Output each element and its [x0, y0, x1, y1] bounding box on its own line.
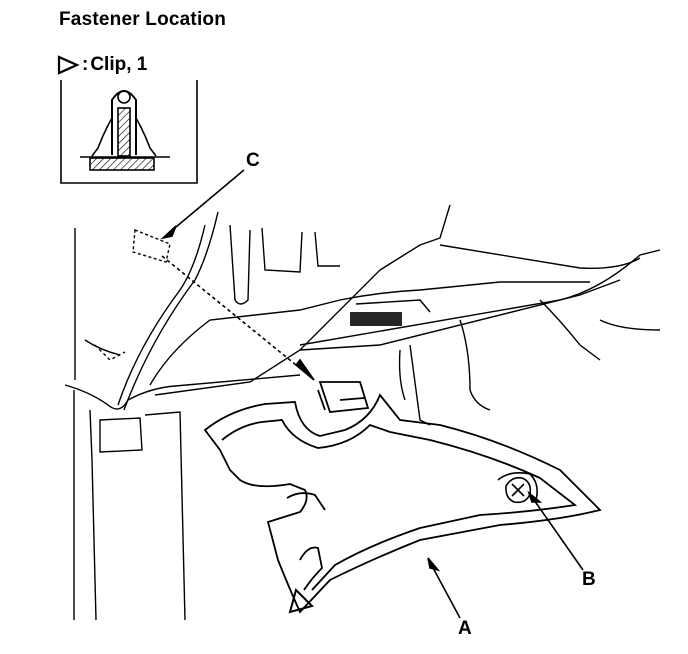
clip-position-indicator — [160, 169, 315, 381]
body-structure — [64, 204, 661, 621]
legend-prefix: : — [82, 54, 89, 75]
callout-b: B — [582, 569, 596, 590]
legend-clip: : Clip, 1 — [56, 54, 147, 76]
callout-c: C — [246, 150, 260, 171]
legend-text: Clip, 1 — [90, 54, 148, 75]
leader-lines — [427, 490, 584, 619]
cover-panel — [203, 381, 602, 614]
clip-marker-icon — [288, 588, 314, 614]
diagram-title: Fastener Location — [59, 9, 227, 30]
clip-symbol-icon — [57, 55, 80, 75]
callout-a: A — [458, 618, 472, 639]
clip-detail-inset — [60, 80, 198, 184]
